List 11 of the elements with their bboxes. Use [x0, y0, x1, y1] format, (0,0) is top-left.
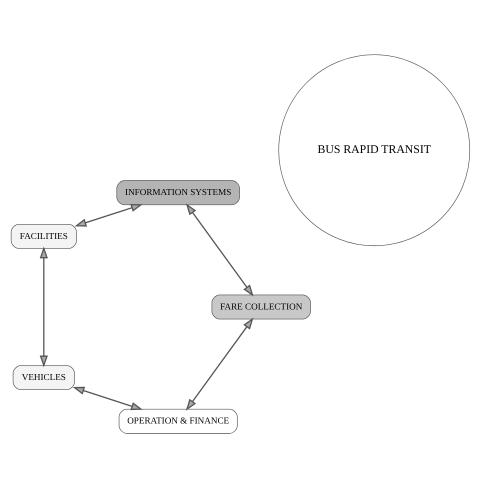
node-box: INFORMATION SYSTEMS [116, 180, 240, 205]
node-box: VEHICLES [12, 364, 75, 390]
arrow [186, 202, 254, 296]
node-box: OPERATION & FINANCE [118, 408, 238, 434]
node-box: FACILITIES [10, 223, 77, 248]
node-circle: BUS RAPID TRANSIT [278, 54, 470, 246]
arrow [40, 246, 48, 367]
arrow [72, 386, 143, 410]
node-box: FARE COLLECTION [212, 294, 311, 319]
arrow [186, 317, 254, 410]
arrow [74, 203, 143, 226]
